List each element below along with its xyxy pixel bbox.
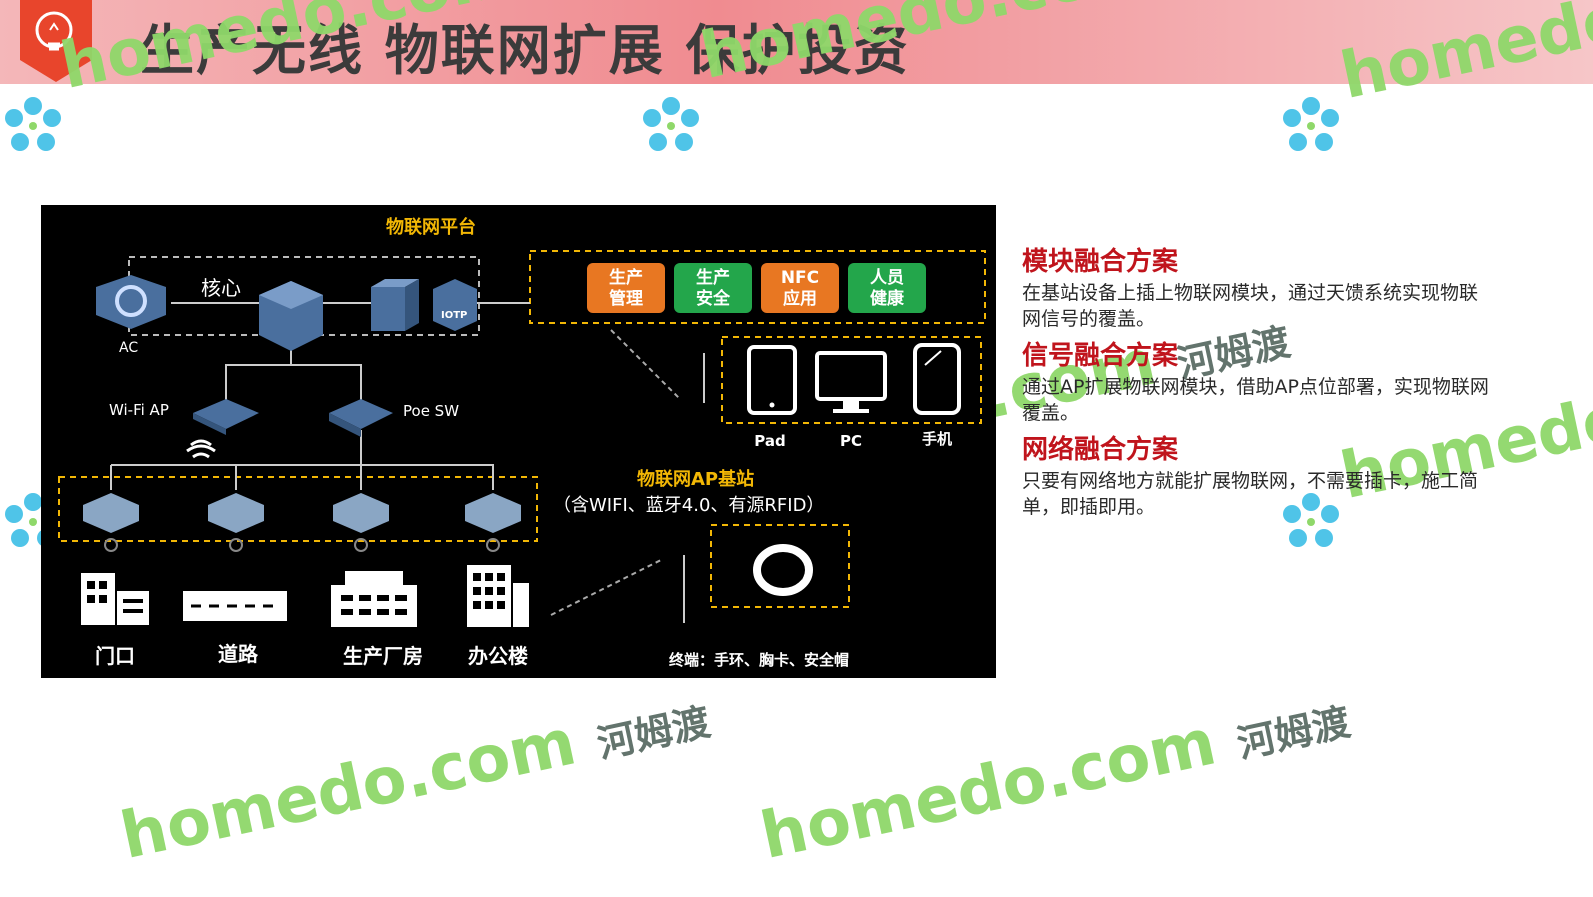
solution-body: 只要有网络地方就能扩展物联网，不需要插卡，施工简单，即插即用。	[1022, 470, 1479, 518]
devices-dashed-box	[721, 336, 982, 424]
svg-text:健康: 健康	[870, 288, 905, 309]
solution-title: 信号融合方案	[1022, 341, 1179, 371]
flower-logo-icon	[643, 97, 699, 151]
server-icon	[371, 279, 419, 331]
svg-text:管理: 管理	[609, 288, 643, 309]
svg-text:应用: 应用	[783, 288, 817, 309]
iot-network-diagram: AC 核心 IOTP 物联网平台 生产 管理 生产 安全 NFC 应用 人员 健…	[41, 205, 996, 678]
ap-base-title: 物联网AP基站	[637, 468, 754, 490]
flower-logo-icon	[5, 97, 61, 151]
svg-text:安全: 安全	[696, 288, 731, 309]
core-switch-icon	[259, 281, 323, 351]
core-label: 核心	[201, 276, 241, 300]
platform-title: 物联网平台	[386, 216, 476, 238]
office-building-icon	[467, 565, 529, 627]
factory-building-icon	[331, 571, 417, 627]
ap-base-subtitle: （含WIFI、蓝牙4.0、有源RFID）	[553, 495, 824, 516]
terminal-label: 终端：手环、胸卡、安全帽	[669, 651, 849, 669]
iot-ap-station-icon	[208, 493, 264, 552]
iotp-server-icon	[433, 279, 477, 331]
device-label-phone: 手机	[922, 430, 952, 448]
svg-text:NFC: NFC	[781, 268, 819, 288]
header-banner	[0, 0, 1593, 84]
device-label-pc: PC	[840, 432, 862, 450]
iot-ap-station-icon	[465, 493, 521, 552]
wifi-ap-icon	[193, 399, 259, 435]
solution-title: 网络融合方案	[1022, 435, 1179, 465]
watermark: homedo.com 河姆渡	[754, 699, 1355, 874]
ac-label: AC	[119, 340, 138, 356]
device-label-pad: Pad	[754, 432, 785, 450]
app-box-production-management: 生产 管理	[587, 263, 665, 313]
iot-ap-station-icon	[83, 493, 139, 552]
solution-title: 模块融合方案	[1022, 247, 1179, 277]
location-label-office: 办公楼	[468, 644, 528, 668]
location-label-gate: 门口	[95, 644, 135, 668]
mobile-phone-icon	[913, 343, 961, 415]
ac-controller-icon	[96, 275, 166, 329]
solution-signal: 信号融合方案 通过AP扩展物联网模块，借助AP点位部署，实现物联网覆盖。	[1022, 338, 1582, 426]
app-box-personnel-health: 人员 健康	[848, 263, 926, 313]
page-title: 生产无线 物联网扩展 保护投资	[140, 19, 910, 82]
tablet-icon	[747, 345, 797, 415]
iot-ap-station-icon	[333, 493, 389, 552]
wristband-icon	[753, 544, 813, 596]
pc-monitor-icon	[815, 351, 887, 413]
poe-switch-label: Poe SW	[403, 402, 459, 420]
wifi-signal-icon	[186, 439, 216, 459]
svg-text:生产: 生产	[609, 267, 643, 288]
watermark: homedo.com 河姆渡	[114, 699, 715, 874]
ap-dashed-box	[58, 476, 538, 542]
poe-switch-icon	[329, 399, 393, 437]
app-box-nfc: NFC 应用	[761, 263, 839, 313]
solution-network: 网络融合方案 只要有网络地方就能扩展物联网，不需要插卡，施工简单，即插即用。	[1022, 432, 1582, 520]
wifi-ap-label: Wi-Fi AP	[109, 401, 169, 419]
terminal-dashed-box	[710, 524, 850, 608]
solution-body: 在基站设备上插上物联网模块，通过天馈系统实现物联网信号的覆盖。	[1022, 282, 1479, 330]
platform-dashed-box	[529, 250, 986, 324]
lightbulb-badge-icon	[20, 0, 92, 82]
gate-building-icon	[81, 573, 149, 625]
solution-body: 通过AP扩展物联网模块，借助AP点位部署，实现物联网覆盖。	[1022, 376, 1489, 424]
solution-module: 模块融合方案 在基站设备上插上物联网模块，通过天馈系统实现物联网信号的覆盖。	[1022, 244, 1582, 332]
iotp-label: IOTP	[441, 310, 467, 321]
location-label-road: 道路	[218, 642, 259, 666]
svg-text:生产: 生产	[696, 267, 730, 288]
road-icon	[183, 591, 287, 621]
svg-text:人员: 人员	[870, 268, 904, 288]
app-box-production-safety: 生产 安全	[674, 263, 752, 313]
flower-logo-icon	[1283, 97, 1339, 151]
solutions-panel: 模块融合方案 在基站设备上插上物联网模块，通过天馈系统实现物联网信号的覆盖。 信…	[1022, 238, 1582, 526]
flower-logo-icon	[1283, 493, 1339, 547]
location-label-factory: 生产厂房	[343, 644, 423, 668]
